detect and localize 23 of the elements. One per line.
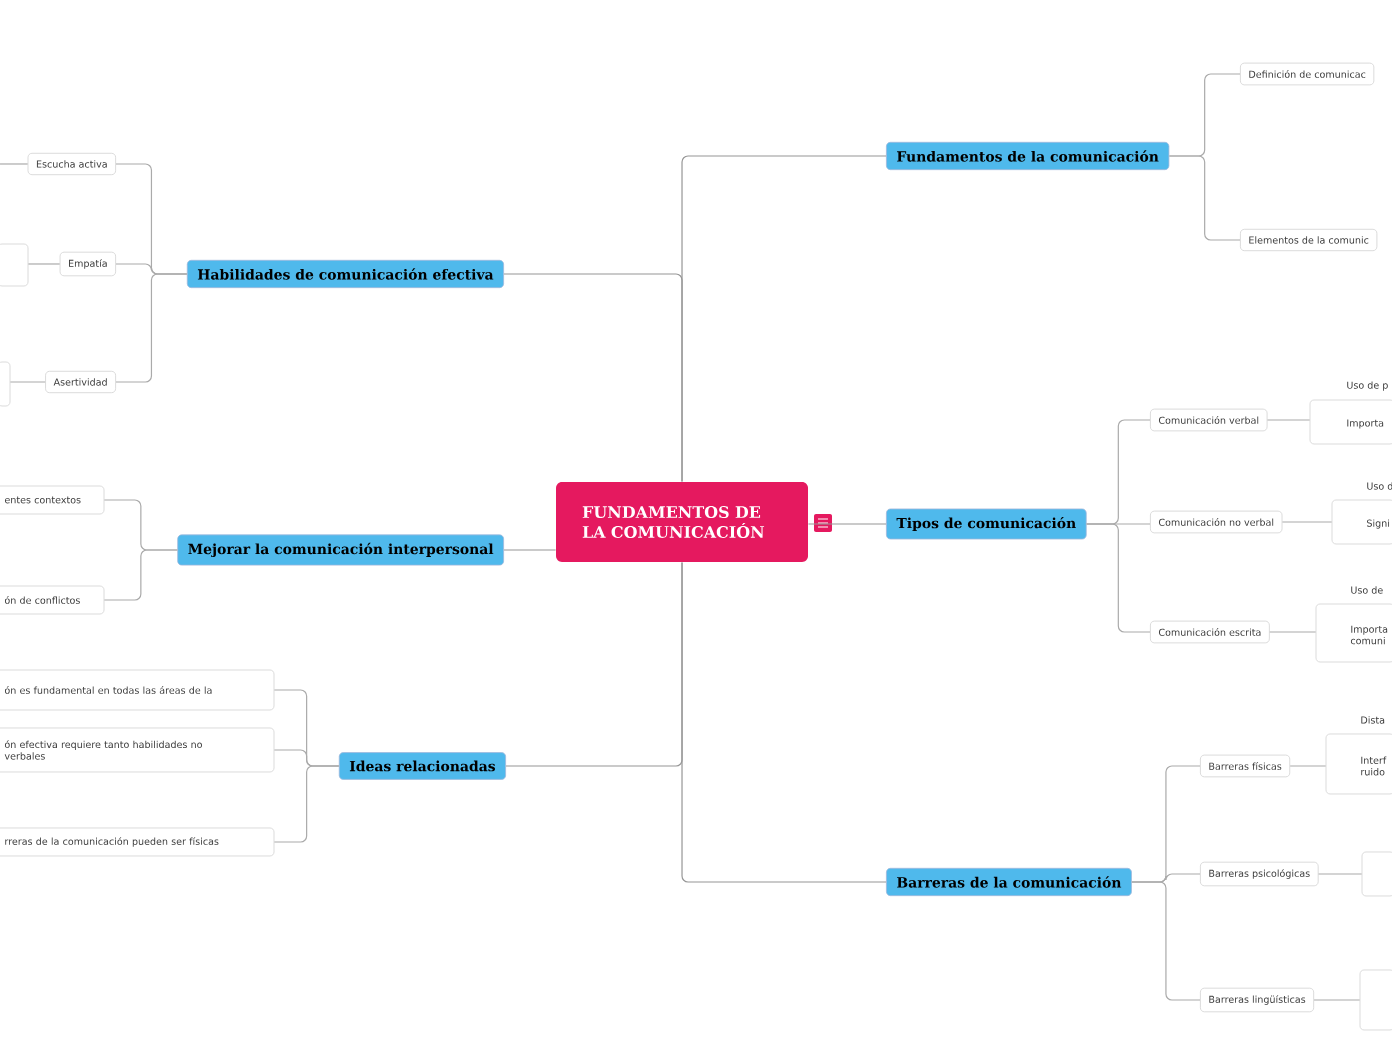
connector-line bbox=[1266, 419, 1311, 421]
connector-line bbox=[1317, 873, 1363, 875]
connector-line bbox=[807, 523, 887, 525]
connector-line bbox=[1281, 521, 1333, 523]
connector-line bbox=[503, 273, 683, 483]
empty-box bbox=[1361, 851, 1392, 897]
connector-line bbox=[273, 765, 340, 843]
empty-box bbox=[0, 243, 29, 287]
connector-line bbox=[0, 163, 29, 165]
connector-line bbox=[115, 273, 188, 383]
connector-line bbox=[9, 381, 46, 383]
connector-line bbox=[103, 549, 178, 601]
connector-line bbox=[505, 561, 683, 767]
connector-line bbox=[1131, 881, 1201, 1001]
connector-line bbox=[1269, 631, 1317, 633]
connector-line bbox=[1086, 523, 1151, 633]
empty-box bbox=[1359, 969, 1392, 1031]
connector-line bbox=[27, 263, 61, 265]
connector-line bbox=[1313, 999, 1361, 1001]
connector-line bbox=[1289, 765, 1327, 767]
connector-line bbox=[1168, 155, 1241, 241]
empty-box bbox=[0, 361, 11, 407]
connector-line bbox=[503, 549, 557, 551]
